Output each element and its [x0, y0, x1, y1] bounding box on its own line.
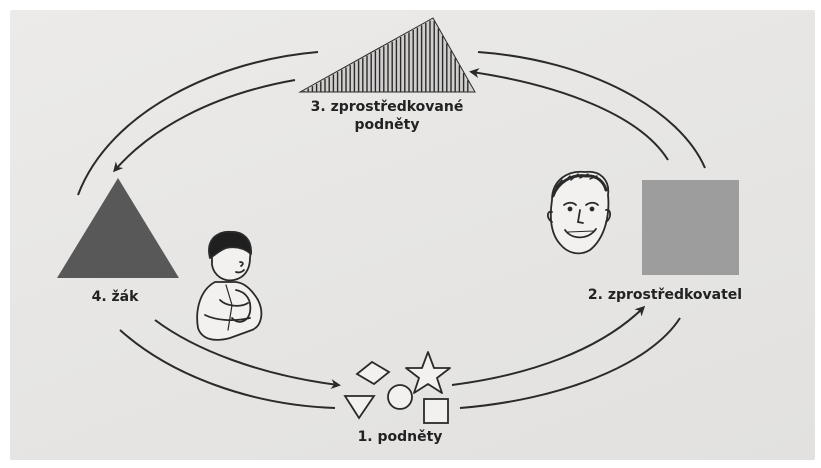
student-dark-triangle: [57, 178, 179, 278]
mediated-stimuli-striped-triangle: [298, 17, 476, 93]
arc-bottom-left-inner-arrow: [154, 319, 341, 390]
arc-bottom-right-inner-arrow: [451, 305, 646, 386]
arc-top-left-outer: [77, 51, 319, 196]
mediator-gray-square: [642, 180, 739, 275]
arc-top-left-inner-arrow: [113, 79, 296, 173]
circle-icon: [387, 384, 413, 410]
arc-bottom-right-outer: [459, 317, 681, 409]
label-mediated-line1: 3. zprostředkované: [310, 99, 464, 115]
arc-top-right-outer: [477, 51, 706, 169]
arc-top-right-inner-arrow: [469, 68, 669, 161]
man-face-icon: [546, 170, 612, 255]
label-mediator: 2. zprostředkovatel: [587, 287, 743, 303]
label-mediated-line2: podněty: [354, 117, 420, 133]
label-mediated-stimuli: 3. zprostředkované podněty: [302, 98, 472, 134]
diamond-icon: [355, 360, 391, 386]
square-icon: [423, 398, 449, 424]
arc-bottom-left-outer: [119, 329, 336, 409]
child-icon: [196, 230, 263, 341]
label-student: 4. žák: [91, 289, 139, 305]
triangle-down-icon: [343, 395, 376, 420]
label-stimuli: 1. podněty: [357, 429, 443, 445]
star-icon: [405, 351, 451, 394]
